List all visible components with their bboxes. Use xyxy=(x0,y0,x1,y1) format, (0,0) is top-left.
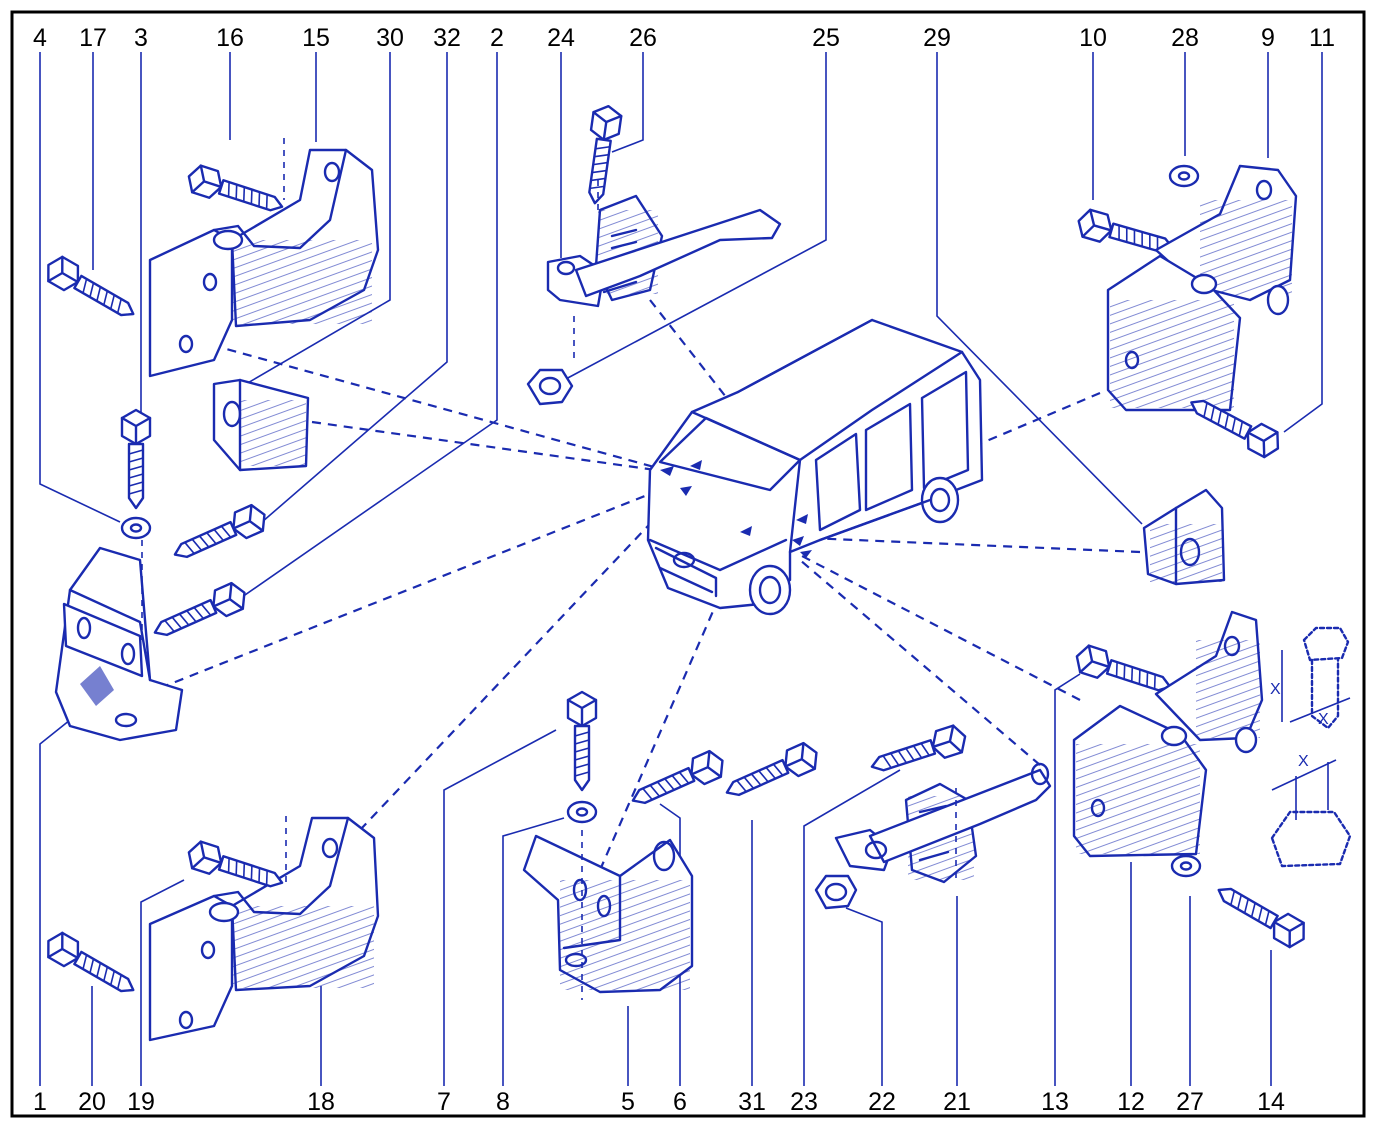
callout-25: 25 xyxy=(812,24,840,52)
callout-14: 14 xyxy=(1257,1088,1285,1116)
dimension-mark-x-2: X xyxy=(1318,711,1329,728)
callout-29: 29 xyxy=(923,24,951,52)
callout-31: 31 xyxy=(738,1088,766,1116)
callout-21: 21 xyxy=(943,1088,971,1116)
callout-3: 3 xyxy=(134,24,148,52)
washer-27 xyxy=(1170,854,1202,878)
callout-5: 5 xyxy=(621,1088,635,1116)
callout-10: 10 xyxy=(1079,24,1107,52)
callout-13: 13 xyxy=(1041,1088,1069,1116)
callout-28: 28 xyxy=(1171,24,1199,52)
bolt-11 xyxy=(1183,388,1286,463)
nut-25 xyxy=(526,368,574,406)
callout-2: 2 xyxy=(490,24,504,52)
upper-hinge-left xyxy=(148,138,380,378)
callout-32: 32 xyxy=(433,24,461,52)
washer-8 xyxy=(566,800,598,824)
bottom-callouts: 1 20 19 18 7 8 5 6 31 23 22 21 13 12 27 … xyxy=(33,1088,1285,1116)
callout-16: 16 xyxy=(216,24,244,52)
bolt-dimension-detail: X X X xyxy=(1270,626,1352,868)
callout-17: 17 xyxy=(79,24,107,52)
bolt-16 xyxy=(183,161,288,222)
diagram-border xyxy=(10,10,1366,1118)
callout-26: 26 xyxy=(629,24,657,52)
callout-6: 6 xyxy=(673,1088,687,1116)
lower-hinge-left xyxy=(148,816,380,1042)
callout-18: 18 xyxy=(307,1088,335,1116)
check-strap-bracket-1 xyxy=(54,540,184,742)
callout-4: 4 xyxy=(33,24,47,52)
bolt-32 xyxy=(168,500,272,569)
callout-7: 7 xyxy=(437,1088,451,1116)
callout-24: 24 xyxy=(547,24,575,52)
check-strap-bracket-5 xyxy=(522,830,694,1000)
lower-hinge-right xyxy=(1072,610,1264,858)
callout-9: 9 xyxy=(1261,24,1275,52)
callout-11: 11 xyxy=(1309,24,1335,52)
dimension-mark-x-3: X xyxy=(1298,753,1309,770)
callout-12: 12 xyxy=(1117,1088,1145,1116)
door-check-strap-upper xyxy=(546,180,782,360)
washer-4 xyxy=(120,516,152,540)
bolt-26 xyxy=(579,103,624,207)
bolt-20 xyxy=(40,927,142,1004)
callout-8: 8 xyxy=(496,1088,510,1116)
bolt-17 xyxy=(40,251,142,328)
bolt-23 xyxy=(866,721,971,782)
dimension-mark-x-1: X xyxy=(1270,681,1281,698)
door-check-strap-lower xyxy=(834,762,1052,884)
callout-30: 30 xyxy=(376,24,404,52)
bolt-3 xyxy=(120,408,152,510)
top-callouts: 4 17 3 16 15 30 32 2 24 26 25 29 10 28 9… xyxy=(33,24,1335,52)
callout-19: 19 xyxy=(127,1088,155,1116)
washer-28 xyxy=(1168,164,1200,188)
upper-hinge-right xyxy=(1106,164,1298,412)
leader-lines xyxy=(39,52,1323,1086)
callout-20: 20 xyxy=(78,1088,106,1116)
callout-15: 15 xyxy=(302,24,330,52)
callout-1: 1 xyxy=(33,1088,47,1116)
bolt-14 xyxy=(1210,876,1312,953)
bolt-6 xyxy=(626,746,730,815)
bolt-2 xyxy=(148,578,252,647)
bolt-31 xyxy=(720,738,824,807)
bolt-7 xyxy=(566,690,598,792)
van-body xyxy=(646,318,984,616)
shim-30 xyxy=(212,378,310,472)
nut-22 xyxy=(814,874,858,910)
callout-23: 23 xyxy=(790,1088,818,1116)
assembly-dashed-lines xyxy=(159,299,1141,871)
shim-29 xyxy=(1142,488,1226,586)
callout-27: 27 xyxy=(1176,1088,1204,1116)
callout-22: 22 xyxy=(868,1088,896,1116)
